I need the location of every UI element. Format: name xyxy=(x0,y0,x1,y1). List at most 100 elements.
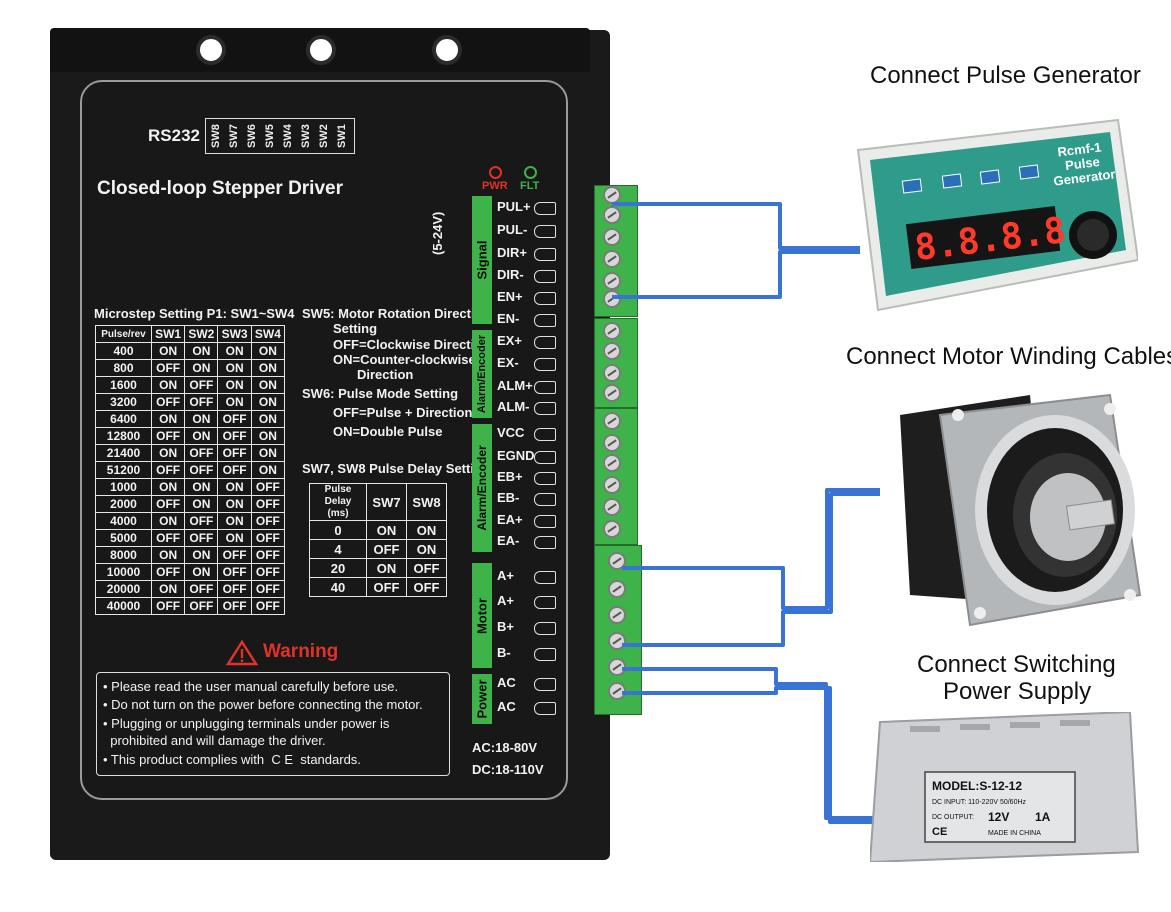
terminal-pin-label: EB- xyxy=(497,490,520,505)
stepper-motor xyxy=(870,385,1155,630)
terminal-pin-label: ALM+ xyxy=(497,378,533,393)
sw5-on-option: ON=Counter-clockwise xyxy=(333,352,476,367)
power-rating-ac: AC:18-80V xyxy=(472,740,538,755)
terminal-pin-icon xyxy=(534,622,556,635)
microstep-cell: ON xyxy=(184,478,219,496)
warning-line: • Please read the user manual carefully … xyxy=(103,679,399,694)
terminal-pin-icon xyxy=(534,596,556,609)
wire-motor-a xyxy=(622,488,880,610)
terminal-pin-icon xyxy=(534,536,556,549)
microstep-cell: ON xyxy=(184,563,219,581)
terminal-pin-label: PUL+ xyxy=(497,199,531,214)
terminal-screw-icon xyxy=(603,454,621,472)
terminal-pin-label: DIR+ xyxy=(497,245,527,260)
sw6-heading: SW6: Pulse Mode Setting xyxy=(302,386,459,401)
microstep-cell: OFF xyxy=(250,478,286,496)
terminal-pin-label: DIR- xyxy=(497,267,524,282)
terminal-pin-label: EGND xyxy=(497,448,535,463)
terminal-pin-icon xyxy=(534,678,556,691)
microstep-cell: ON xyxy=(250,376,286,394)
psu-output-voltage: 12V xyxy=(988,810,1009,824)
microstep-cell: OFF xyxy=(217,597,252,615)
microstep-cell: OFF xyxy=(150,563,186,581)
switching-power-supply: MODEL:S-12-12 DC INPUT: 110-220V 50/60Hz… xyxy=(868,710,1140,864)
terminal-pin-label: EN+ xyxy=(497,289,523,304)
terminal-pin-label: B- xyxy=(497,645,511,660)
terminal-pin-icon xyxy=(534,292,556,305)
pulse-generator-caption: Connect Pulse Generator xyxy=(870,62,1141,89)
microstep-cell: 8000 xyxy=(95,546,152,564)
terminal-pin-icon xyxy=(534,270,556,283)
signal-group-label: Signal xyxy=(472,196,492,324)
microstep-cell: 4000 xyxy=(95,512,152,530)
psu-caption-line1: Connect Switching xyxy=(917,651,1116,678)
mounting-hole xyxy=(432,35,462,65)
sw6-on-option: ON=Double Pulse xyxy=(333,424,443,439)
terminal-pin-icon xyxy=(534,402,556,415)
terminal-pin-icon xyxy=(534,202,556,215)
delay-cell: 20 xyxy=(309,558,367,578)
microstep-header: SW2 xyxy=(184,325,219,343)
microstep-cell: 5000 xyxy=(95,529,152,547)
terminal-screw-icon xyxy=(608,552,626,570)
flt-led-icon xyxy=(524,166,537,179)
terminal-screw-icon xyxy=(603,412,621,430)
terminal-pin-icon xyxy=(534,493,556,506)
warning-line: • Plugging or unplugging terminals under… xyxy=(103,716,390,731)
terminal-pin-label: EA- xyxy=(497,533,520,548)
delay-cell: ON xyxy=(366,520,407,540)
wire-power-2 xyxy=(622,686,880,824)
terminal-screw-icon xyxy=(603,498,621,516)
microstep-heading: Microstep Setting P1: SW1~SW4 xyxy=(94,306,295,321)
power-rating-dc: DC:18-110V xyxy=(472,762,544,777)
pulse-generator-device: 8.8.8.8 Rcmf-1 Pulse Generator xyxy=(848,110,1140,330)
microstep-header: SW1 xyxy=(150,325,186,343)
flt-led-label: FLT xyxy=(520,180,540,192)
terminal-screw-icon xyxy=(603,272,621,290)
terminal-pin-label: B+ xyxy=(497,619,514,634)
delay-header: Pulse Delay xyxy=(324,484,352,507)
warning-line: • This product complies with C E standar… xyxy=(103,752,361,767)
microstep-cell: ON xyxy=(184,359,219,377)
terminal-pin-label: VCC xyxy=(497,425,525,440)
sw5-heading-cont: Setting xyxy=(333,321,378,336)
psu-caption-line2: Power Supply xyxy=(943,678,1092,705)
delay-cell: ON xyxy=(366,558,407,578)
microstep-cell: OFF xyxy=(217,444,252,462)
power-group-label: Power xyxy=(472,674,492,724)
terminal-pin-icon xyxy=(534,702,556,715)
mounting-hole xyxy=(306,35,336,65)
delay-cell: OFF xyxy=(406,577,447,597)
warning-line: prohibited and will damage the driver. xyxy=(103,733,326,748)
sw8-header: SW8 xyxy=(406,483,447,521)
sw5-heading: SW5: Motor Rotation Direction xyxy=(302,306,491,321)
terminal-screw-icon xyxy=(608,606,626,624)
microstep-cell: ON xyxy=(150,444,186,462)
terminal-pin-label: EB+ xyxy=(497,469,523,484)
warning-line: • Do not turn on the power before connec… xyxy=(103,697,423,712)
terminal-screw-icon xyxy=(603,250,621,268)
motor-group-label: Motor xyxy=(472,563,492,668)
terminal-screw-icon xyxy=(603,228,621,246)
sw5-off-option: OFF=Clockwise Direction xyxy=(333,337,491,352)
terminal-pin-label: ALM- xyxy=(497,399,530,414)
wire-en xyxy=(612,250,860,299)
terminal-pin-label: PUL- xyxy=(497,222,528,237)
wire-motor-b xyxy=(622,492,880,647)
terminal-screw-icon xyxy=(603,364,621,382)
delay-cell: 40 xyxy=(309,577,367,597)
microstep-cell: ON xyxy=(150,580,186,598)
psu-ce-mark: CE xyxy=(932,826,947,838)
dip-switch-label-box: SW8 SW7 SW6 SW5 SW4 SW3 SW2 SW1 xyxy=(205,118,355,154)
terminal-pin-icon xyxy=(534,336,556,349)
terminal-pin-icon xyxy=(534,451,556,464)
terminal-screw-icon xyxy=(603,342,621,360)
psu-model: MODEL:S-12-12 xyxy=(932,779,1022,793)
terminal-pin-icon xyxy=(534,314,556,327)
microstep-cell: OFF xyxy=(150,597,186,615)
driver-title: Closed-loop Stepper Driver xyxy=(97,178,343,199)
terminal-screw-icon xyxy=(603,476,621,494)
